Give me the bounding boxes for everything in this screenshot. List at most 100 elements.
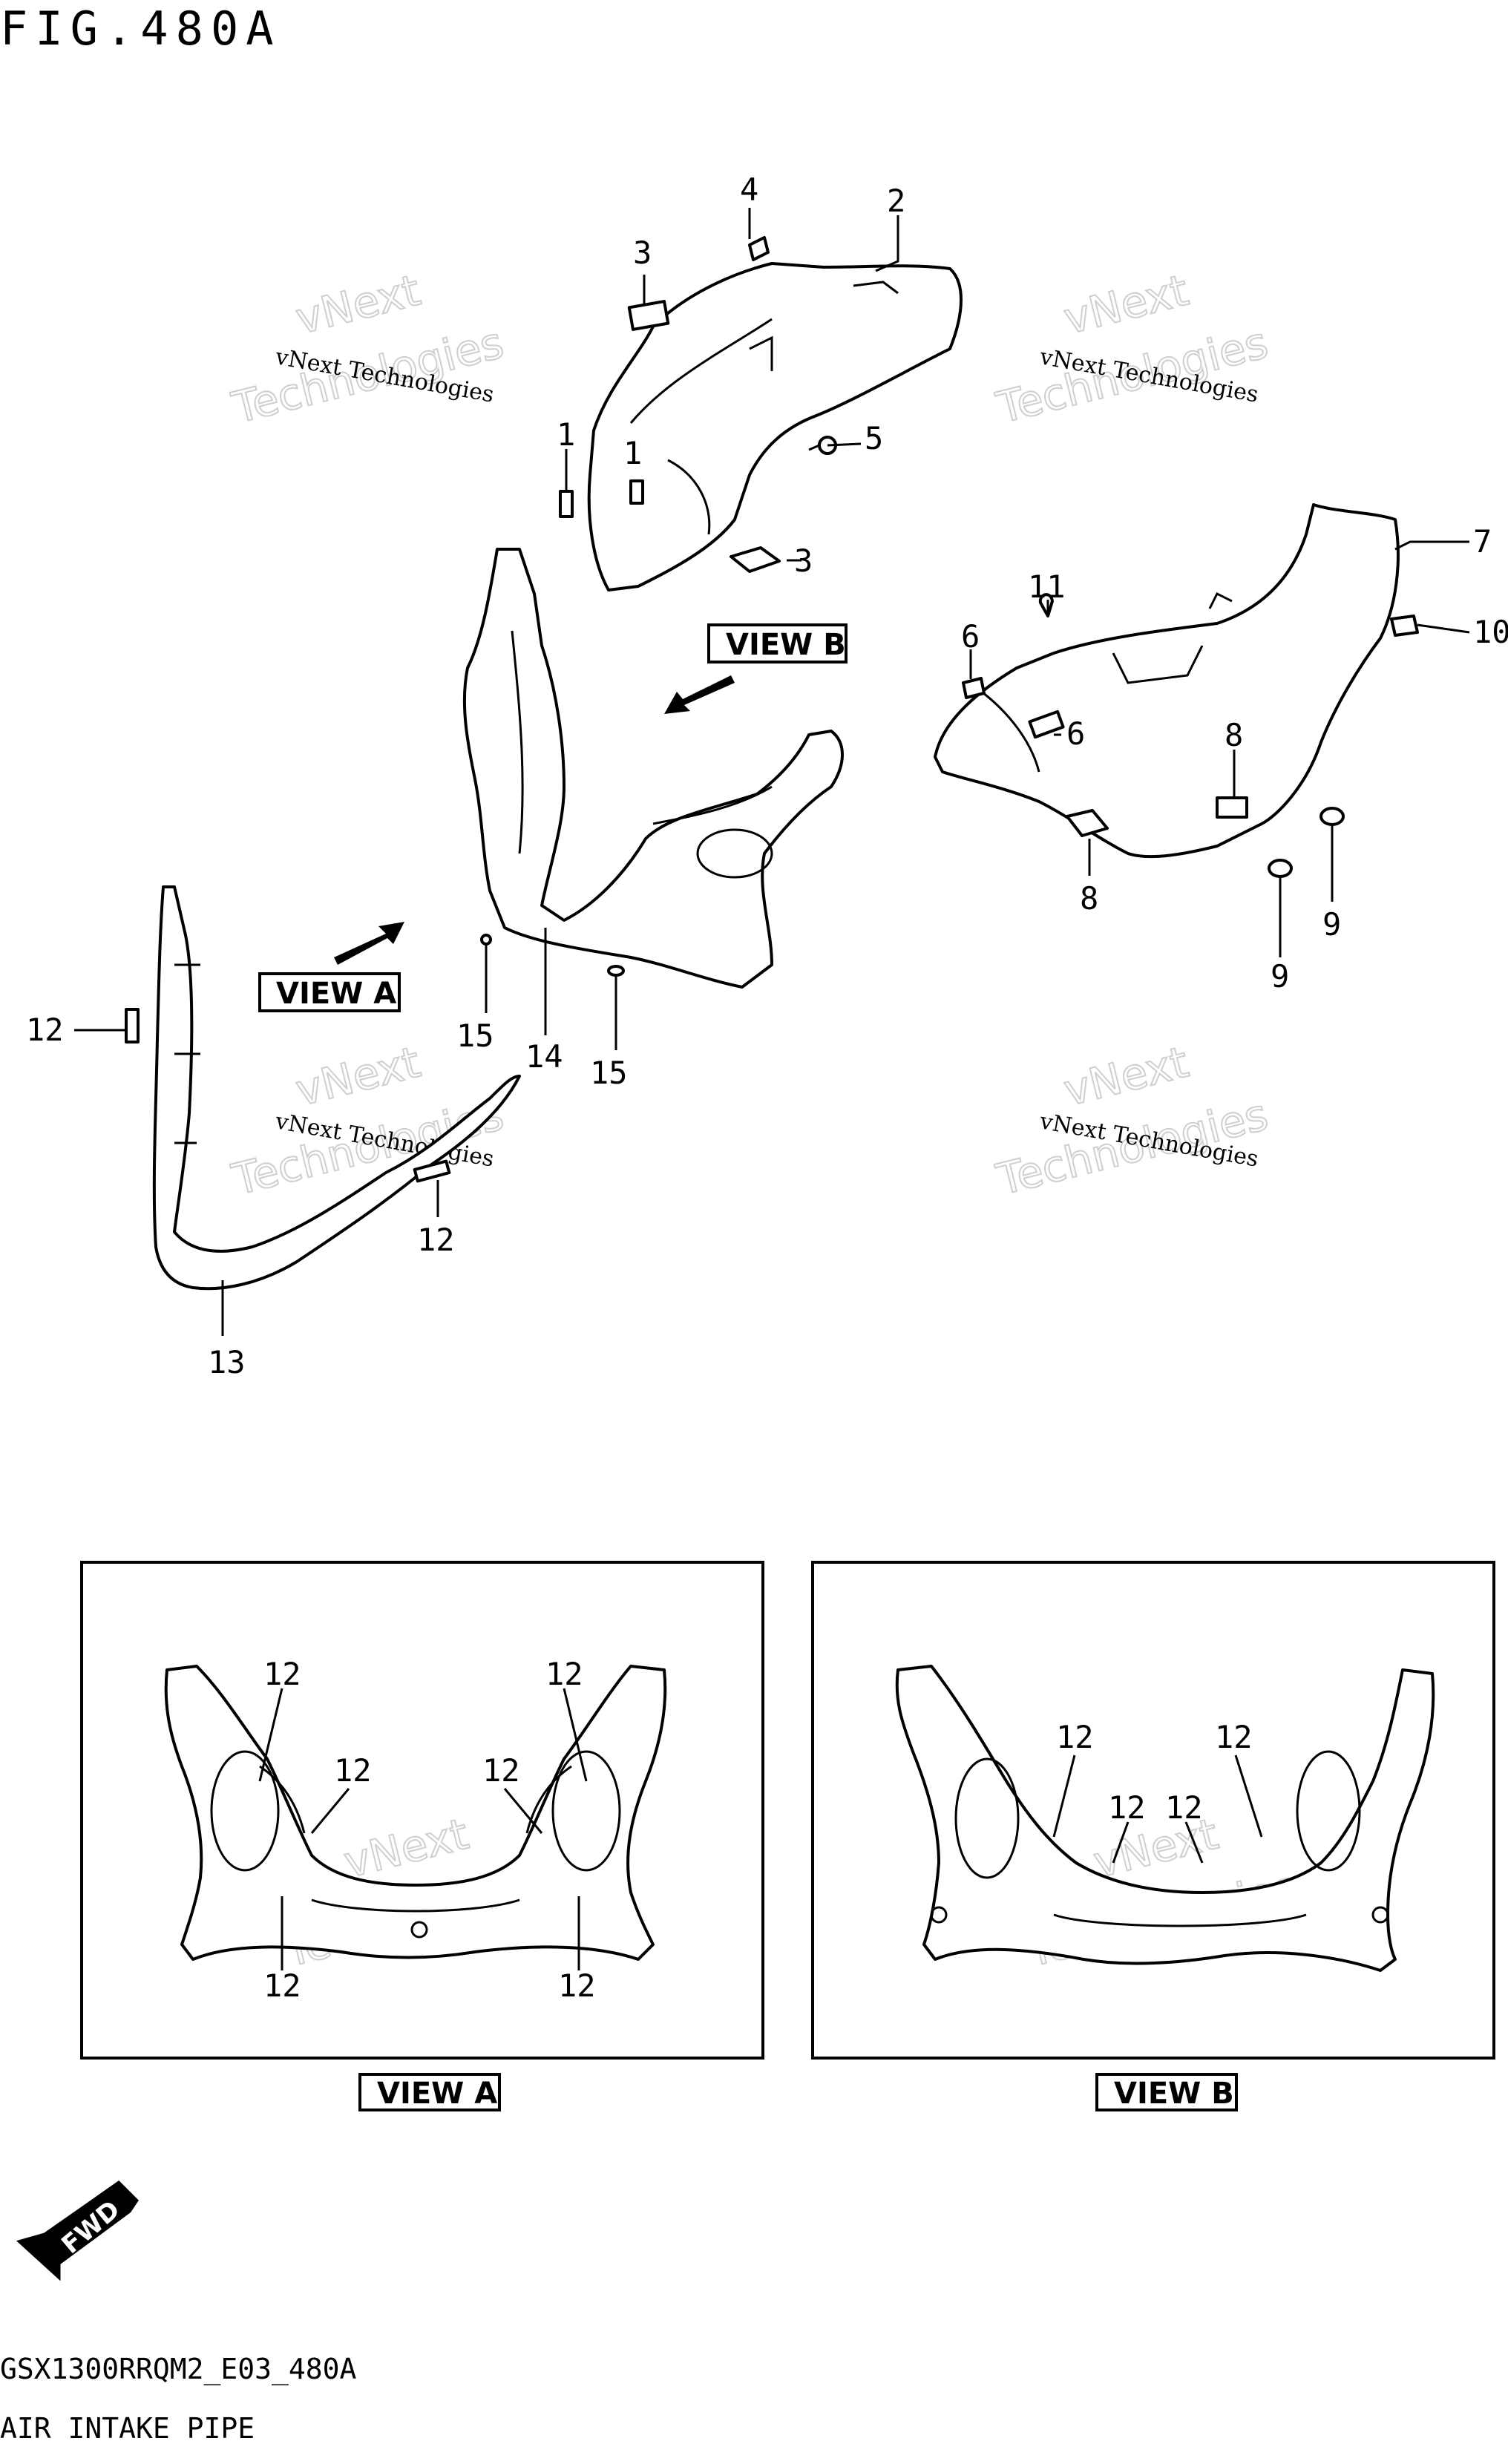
duct-edge-line [667,459,711,535]
callout-10: 10 [1473,614,1508,650]
clip-11 [1038,593,1054,617]
inset-b-part [895,1665,1435,1972]
watermark-1: vNext Technologies vNext Technologies [226,264,509,434]
inset-b-callout: 12 [1108,1789,1146,1826]
duct-body [587,262,963,592]
inset-view-a: 12 12 12 12 12 12 [80,1561,764,2060]
callout-15-right: 15 [590,1055,628,1091]
pad-12-mark [125,1008,140,1043]
watermark-4: vNext Technologies vNext Technologies [991,1036,1273,1206]
bolt-15-right [607,965,625,995]
watermark-2: vNext Technologies vNext Technologies [991,264,1273,434]
duct-edge-line [629,318,773,424]
pad-12-mark [413,1159,451,1183]
callout-12-lower: 12 [417,1222,455,1258]
inset-a-hole-center [410,1921,428,1939]
inset-b-tag: VIEW B [1095,2073,1238,2111]
fastener-group [480,236,1419,995]
callout-1-left: 1 [557,416,575,453]
inset-a-part [164,1665,667,1961]
clip-1-left [559,490,574,518]
inset-a-callout: 12 [263,1967,301,2004]
callout-11: 11 [1028,569,1066,605]
inset-a-label: VIEW A [377,2077,497,2111]
callout-numbers: 4 2 3 1 1 5 3 7 10 11 6 6 8 8 9 9 12 12 … [26,171,1508,1380]
watermark-outline-top: vNext [291,265,425,344]
callout-8-lower: 8 [1080,880,1098,917]
callout-13: 13 [208,1344,246,1380]
view-a-tag: VIEW A [258,922,404,1012]
bracket-edge [652,785,773,825]
intake-duct-lower [125,885,521,1291]
callout-5: 5 [865,420,883,456]
duct-tab-line [853,281,899,295]
pad-3-lower [730,546,781,573]
callout-7: 7 [1473,523,1492,560]
callout-8-right: 8 [1225,717,1243,753]
inset-a-frame [80,1561,764,2060]
inset-a-edge [259,1765,306,1834]
callout-4: 4 [740,171,758,208]
view-a-arrow-icon [334,922,404,965]
inset-b-edge [1053,1913,1307,1927]
bracket-hole [696,828,773,879]
air-box-tab [1208,592,1233,609]
view-b-arrow-icon [664,675,735,714]
lower-duct-ribs [174,963,200,1144]
inset-a-callout: 12 [558,1967,596,2004]
inset-b-callout: 12 [1215,1719,1253,1755]
view-b-label: VIEW B [726,628,846,662]
clip-1-mark [629,479,644,505]
callout-14: 14 [525,1038,563,1075]
inset-a-callout: 12 [482,1752,520,1789]
callout-6-lower: 6 [1066,715,1085,752]
inset-a-hole-right [551,1750,621,1872]
inset-a-callout: 12 [545,1656,583,1692]
watermark-outline-top: vNext [291,1037,425,1116]
bolt-15-left [480,934,492,957]
inset-b-frame [811,1561,1495,2060]
bolt-9-lower [1268,859,1293,887]
inset-b-hole-left [954,1757,1020,1879]
inset-b-callout: 12 [1165,1789,1203,1826]
callout-15-left: 15 [456,1018,494,1054]
callout-9-right: 9 [1322,906,1341,943]
view-b-tag: VIEW B [664,623,848,714]
callout-3-lower: 3 [794,543,813,579]
leader-lines [74,208,1470,1336]
footer-model-code: GSX1300RRQM2_E03_480A [0,2353,357,2386]
air-box-body [934,503,1400,859]
inset-a-edge [311,1898,520,1913]
callout-12-left: 12 [26,1012,64,1048]
callout-9-lower: 9 [1271,958,1289,995]
intake-duct-upper [587,262,963,592]
clip-4 [748,236,770,261]
watermark-outline-top: vNext [339,1809,473,1888]
pad-8-mark [1216,796,1248,819]
pad-6-left [962,677,986,699]
bracket-edge [511,630,524,854]
figure-title: FIG.480A [0,1,281,56]
inset-b-callout: 12 [1056,1719,1094,1755]
pad-6-mark [1028,710,1065,739]
lower-duct-body [152,885,521,1291]
bolt-9-right [1320,807,1345,835]
callout-2: 2 [887,183,905,219]
pad-3-upper [627,300,670,331]
pad-8-lower [1066,809,1109,837]
inset-a-callout: 12 [263,1656,301,1692]
inset-a-callout: 12 [334,1752,372,1789]
duct-tab-line [749,335,773,371]
inset-b-hole-right [1296,1750,1361,1872]
intake-bracket-center [462,548,844,989]
fwd-arrow-icon: FWD [16,2180,139,2281]
view-a-label: VIEW A [276,977,396,1011]
footer-section-name: AIR INTAKE PIPE [0,2412,255,2445]
callout-3-upper: 3 [633,235,652,271]
inset-view-b: 12 12 12 12 [811,1561,1495,2060]
air-box-right [934,503,1400,859]
air-box-edge [979,689,1040,773]
watermark-outline-top: vNext [1059,265,1193,344]
inset-b-bolt-left [930,1906,948,1924]
